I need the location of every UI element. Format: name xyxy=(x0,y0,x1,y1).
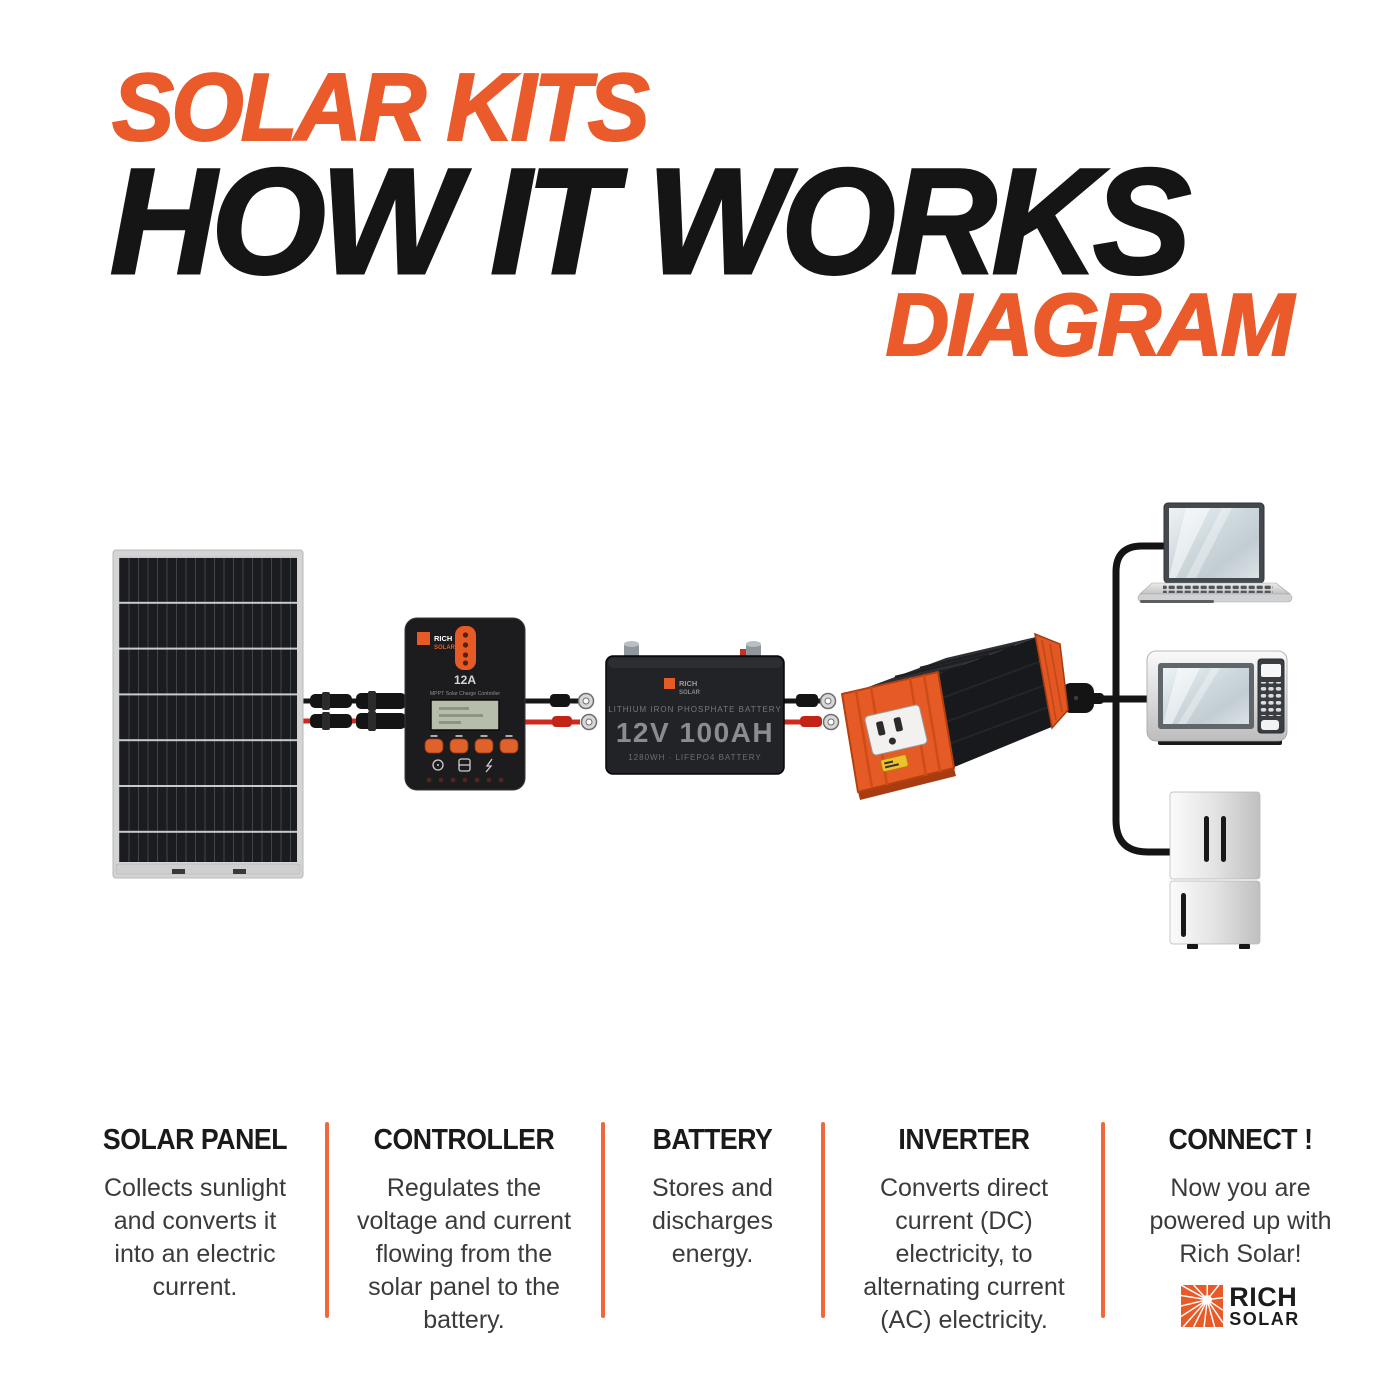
microwave-display xyxy=(1261,664,1281,677)
column-battery: BATTERY Stores and discharges energy. xyxy=(610,1124,815,1271)
column-solar-panel: SOLAR PANEL Collects sunlight and conver… xyxy=(60,1124,330,1304)
column-title: CONNECT ! xyxy=(1168,1124,1313,1156)
battery-inverter-wires xyxy=(783,692,840,731)
battery-logo-top: RICH xyxy=(679,679,697,688)
column-controller: CONTROLLER Regulates the voltage and cur… xyxy=(335,1124,593,1337)
logo-word-solar: SOLAR xyxy=(1229,1308,1300,1329)
power-cable xyxy=(1094,542,1178,856)
battery-logo-bottom: SOLAR xyxy=(679,690,701,696)
column-title: SOLAR PANEL xyxy=(102,1124,288,1156)
controller-status-icons xyxy=(432,758,493,773)
column-title: INVERTER xyxy=(898,1124,1030,1156)
logo-word-rich: RICH xyxy=(1229,1282,1298,1312)
controller-buttons xyxy=(424,735,519,754)
column-inverter: INVERTER Converts direct current (DC) el… xyxy=(833,1124,1095,1337)
footer-divider-1 xyxy=(325,1122,329,1318)
charge-controller-illustration: RICH SOLAR 12A MPPT Solar Charge Control… xyxy=(404,617,526,791)
logo-sunburst-icon xyxy=(1181,1285,1224,1328)
column-body: Regulates the voltage and current flowin… xyxy=(356,1174,572,1334)
rich-solar-logo: RICH SOLAR xyxy=(1108,1282,1373,1329)
controller-indicator-dots xyxy=(426,777,504,783)
pv-wires xyxy=(300,691,412,731)
column-body: Now you are powered up with Rich Solar! xyxy=(1149,1174,1332,1268)
column-body: Stores and discharges energy. xyxy=(652,1174,773,1268)
title-main: HOW IT WORKS xyxy=(109,137,1193,305)
battery-rating: 12V 100AH xyxy=(616,717,774,748)
laptop-icon xyxy=(1137,502,1293,603)
column-title: BATTERY xyxy=(652,1124,773,1156)
battery-type-line: LITHIUM IRON PHOSPHATE BATTERY xyxy=(608,705,782,714)
column-body: Collects sunlight and converts it into a… xyxy=(103,1174,287,1301)
controller-brand-logo: RICH SOLAR xyxy=(417,632,456,651)
microwave-icon xyxy=(1146,650,1288,745)
footer-divider-2 xyxy=(601,1122,605,1318)
solar-panel-illustration xyxy=(112,549,304,879)
column-title: CONTROLLER xyxy=(373,1124,555,1156)
battery-spec-line: 1280WH · LIFEPO4 BATTERY xyxy=(628,753,762,762)
inverter-illustration xyxy=(841,632,1069,800)
microwave-open-button xyxy=(1261,720,1279,730)
logo-wordmark: RICH SOLAR xyxy=(1229,1282,1300,1329)
inverter-base-edge xyxy=(858,768,956,800)
battery-illustration: RICH SOLAR LITHIUM IRON PHOSPHATE BATTER… xyxy=(605,641,785,775)
battery-label: LITHIUM IRON PHOSPHATE BATTERY 12V 100AH… xyxy=(608,705,782,762)
fridge-icon xyxy=(1169,791,1261,949)
controller-battery-wires xyxy=(522,692,598,731)
microwave-keypad xyxy=(1260,682,1282,716)
controller-logo-bottom: SOLAR xyxy=(434,645,456,651)
inverter-rear-cap xyxy=(1034,632,1069,730)
column-connect: CONNECT ! Now you are powered up with Ri… xyxy=(1108,1124,1373,1328)
controller-lcd xyxy=(430,699,500,731)
controller-subtitle: MPPT Solar Charge Controller xyxy=(430,691,501,697)
title-subtitle: DIAGRAM xyxy=(885,275,1295,374)
column-body: Converts direct current (DC) electricity… xyxy=(863,1174,1065,1334)
battery-terminals xyxy=(624,641,761,658)
controller-logo-top: RICH xyxy=(434,634,452,643)
title-kicker: SOLAR KITS xyxy=(111,54,651,161)
footer-divider-4 xyxy=(1101,1122,1105,1318)
controller-rating: 12A xyxy=(454,673,476,687)
battery-brand-logo: RICH SOLAR xyxy=(664,678,701,696)
footer-divider-3 xyxy=(821,1122,825,1318)
ac-outlet xyxy=(864,704,928,772)
inverter-side-face xyxy=(938,636,1054,768)
controller-vent xyxy=(455,626,476,670)
